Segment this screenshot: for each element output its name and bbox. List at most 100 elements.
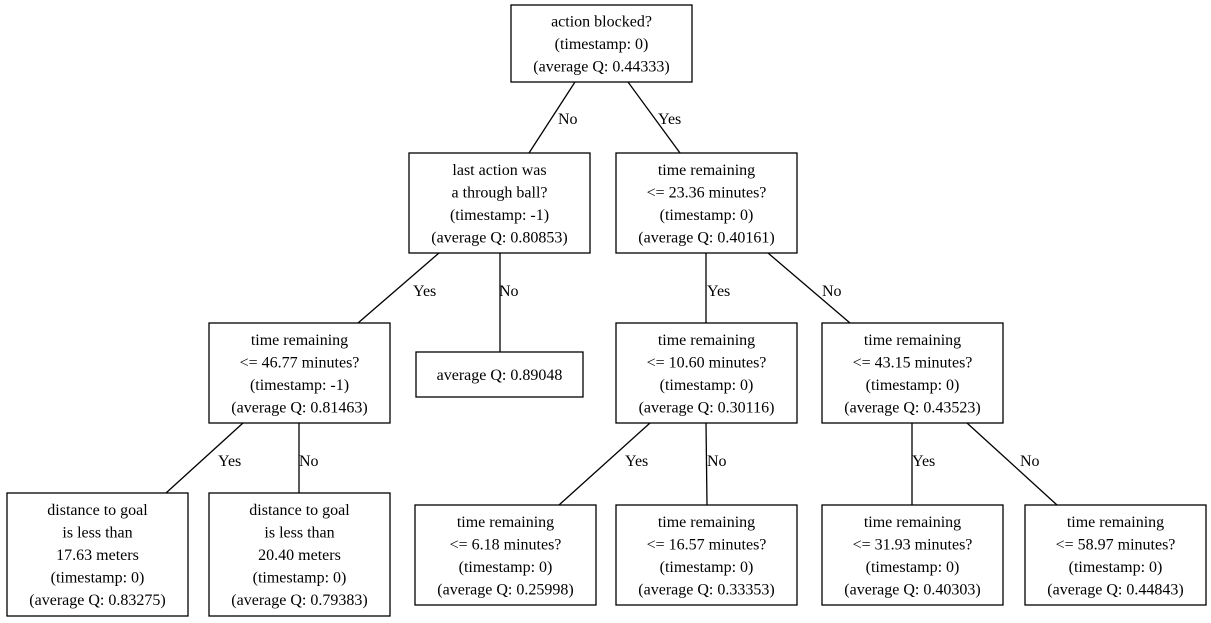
edge-line xyxy=(627,81,681,154)
edge-label: No xyxy=(1020,453,1040,470)
node-text-line: time remaining xyxy=(251,332,348,349)
edge-line xyxy=(705,422,708,506)
node-box xyxy=(408,152,591,254)
edge-label: Yes xyxy=(413,283,436,300)
node-text-line: (average Q: 0.33353) xyxy=(638,581,774,598)
node-text-line: 20.40 meters xyxy=(258,547,341,564)
edge-line xyxy=(165,422,244,494)
edge-n_no-to-n_t4677: Yes xyxy=(357,252,440,324)
node-box xyxy=(615,504,798,606)
node-text-line: <= 58.97 minutes? xyxy=(1056,536,1176,553)
node-box xyxy=(208,322,391,424)
node-text-line: time remaining xyxy=(864,332,961,349)
tree-node-n_t4315: time remaining <= 43.15 minutes? (timestam… xyxy=(821,322,1004,424)
node-text-line: time remaining xyxy=(658,162,755,179)
node-box xyxy=(615,152,798,254)
tree-node-n_t618: time remaining <= 6.18 minutes? (timestamp… xyxy=(414,504,597,606)
node-text-line: time remaining xyxy=(864,514,961,531)
node-text-line: <= 43.15 minutes? xyxy=(853,354,973,371)
tree-node-n_t3193: time remaining <= 31.93 minutes? (timestam… xyxy=(821,504,1004,606)
node-text-line: (average Q: 0.25998) xyxy=(437,581,573,598)
node-text-line: (timestamp: 0) xyxy=(866,377,960,394)
node-text-line: (average Q: 0.40161) xyxy=(638,229,774,246)
tree-node-n_no: last action was a through ball? (timestamp… xyxy=(408,152,591,254)
tree-node-n_d1763: distance to goal is less than 17.63 meters… xyxy=(6,492,189,617)
edge-n_t1060-to-n_t618: Yes xyxy=(558,422,651,506)
node-text-line: (timestamp: 0) xyxy=(253,570,347,587)
node-text-line: <= 31.93 minutes? xyxy=(853,536,973,553)
node-text-line: is less than xyxy=(264,525,334,542)
node-text-line: (timestamp: 0) xyxy=(555,36,649,53)
node-box xyxy=(821,504,1004,606)
node-text-line: (timestamp: 0) xyxy=(51,570,145,587)
node-text-line: 17.63 meters xyxy=(56,547,139,564)
node-text-line: time remaining xyxy=(658,332,755,349)
tree-node-n_t4677: time remaining <= 46.77 minutes? (timestam… xyxy=(208,322,391,424)
node-box xyxy=(6,492,189,617)
edge-label: No xyxy=(558,111,578,128)
edge-label: No xyxy=(707,453,727,470)
node-text-line: (timestamp: 0) xyxy=(660,559,754,576)
tree-node-n_t5897: time remaining <= 58.97 minutes? (timestam… xyxy=(1024,504,1207,606)
edge-n_t4315-to-n_t5897: No xyxy=(966,422,1058,506)
edge-label: Yes xyxy=(218,453,241,470)
node-text-line: (average Q: 0.80853) xyxy=(431,229,567,246)
node-text-line: <= 23.36 minutes? xyxy=(647,184,767,201)
node-text-line: (timestamp: 0) xyxy=(459,559,553,576)
node-text-line: average Q: 0.89048 xyxy=(437,367,563,384)
node-text-line: distance to goal xyxy=(249,502,350,519)
tree-node-n_leafQ: average Q: 0.89048 xyxy=(415,351,584,398)
edge-n_no-to-n_leafQ: No xyxy=(499,253,519,352)
node-text-line: (timestamp: 0) xyxy=(660,377,754,394)
tree-node-n_t1657: time remaining <= 16.57 minutes? (timestam… xyxy=(615,504,798,606)
edge-label: No xyxy=(822,283,842,300)
node-text-line: (average Q: 0.79383) xyxy=(231,592,367,609)
node-box xyxy=(821,322,1004,424)
edge-line xyxy=(966,422,1058,506)
edge-line xyxy=(558,422,651,506)
node-text-line: distance to goal xyxy=(47,502,148,519)
node-text-line: (timestamp: -1) xyxy=(450,207,549,224)
node-text-line: time remaining xyxy=(658,514,755,531)
node-box xyxy=(615,322,798,424)
node-text-line: action blocked? xyxy=(551,14,652,31)
node-text-line: <= 10.60 minutes? xyxy=(647,354,767,371)
edge-label: No xyxy=(499,283,519,300)
node-text-line: time remaining xyxy=(457,514,554,531)
node-text-line: (timestamp: -1) xyxy=(250,377,349,394)
edge-label: Yes xyxy=(658,111,681,128)
node-text-line: (average Q: 0.81463) xyxy=(231,399,367,416)
node-box xyxy=(415,351,584,398)
tree-node-n_yes: time remaining<= 23.36 minutes?(timestam… xyxy=(615,152,798,254)
edge-label: Yes xyxy=(707,283,730,300)
node-box xyxy=(414,504,597,606)
node-layer: action blocked? (timestamp: 0) (average Q:… xyxy=(6,4,1207,617)
edge-label: Yes xyxy=(912,453,935,470)
node-text-line: <= 16.57 minutes? xyxy=(647,536,767,553)
node-text-line: (average Q: 0.30116) xyxy=(639,399,775,416)
node-text-line: (average Q: 0.44333) xyxy=(533,59,669,76)
tree-node-n_t1060: time remaining <= 10.60 minutes? (timestam… xyxy=(615,322,798,424)
node-text-line: (timestamp: 0) xyxy=(1069,559,1163,576)
node-box xyxy=(510,4,693,83)
edge-root-to-n_yes: Yes xyxy=(627,81,681,154)
node-text-line: is less than xyxy=(62,525,132,542)
tree-node-root: action blocked? (timestamp: 0) (average Q:… xyxy=(510,4,693,83)
edge-root-to-n_no: No xyxy=(528,81,578,154)
edge-line xyxy=(528,81,576,154)
tree-node-n_d2040: distance to goal is less than 20.40 meters… xyxy=(208,492,391,617)
node-text-line: (timestamp: 0) xyxy=(866,559,960,576)
edge-line xyxy=(357,252,440,324)
edge-line xyxy=(767,252,851,324)
node-box xyxy=(1024,504,1207,606)
node-text-line: (average Q: 0.40303) xyxy=(844,581,980,598)
node-text-line: a through ball? xyxy=(452,184,548,201)
node-text-line: <= 6.18 minutes? xyxy=(450,536,562,553)
edge-n_t4677-to-n_d2040: No xyxy=(298,423,319,493)
node-text-line: time remaining xyxy=(1067,514,1164,531)
node-text-line: last action was xyxy=(452,162,546,179)
node-box xyxy=(208,492,391,617)
node-text-line: <= 46.77 minutes? xyxy=(240,354,360,371)
